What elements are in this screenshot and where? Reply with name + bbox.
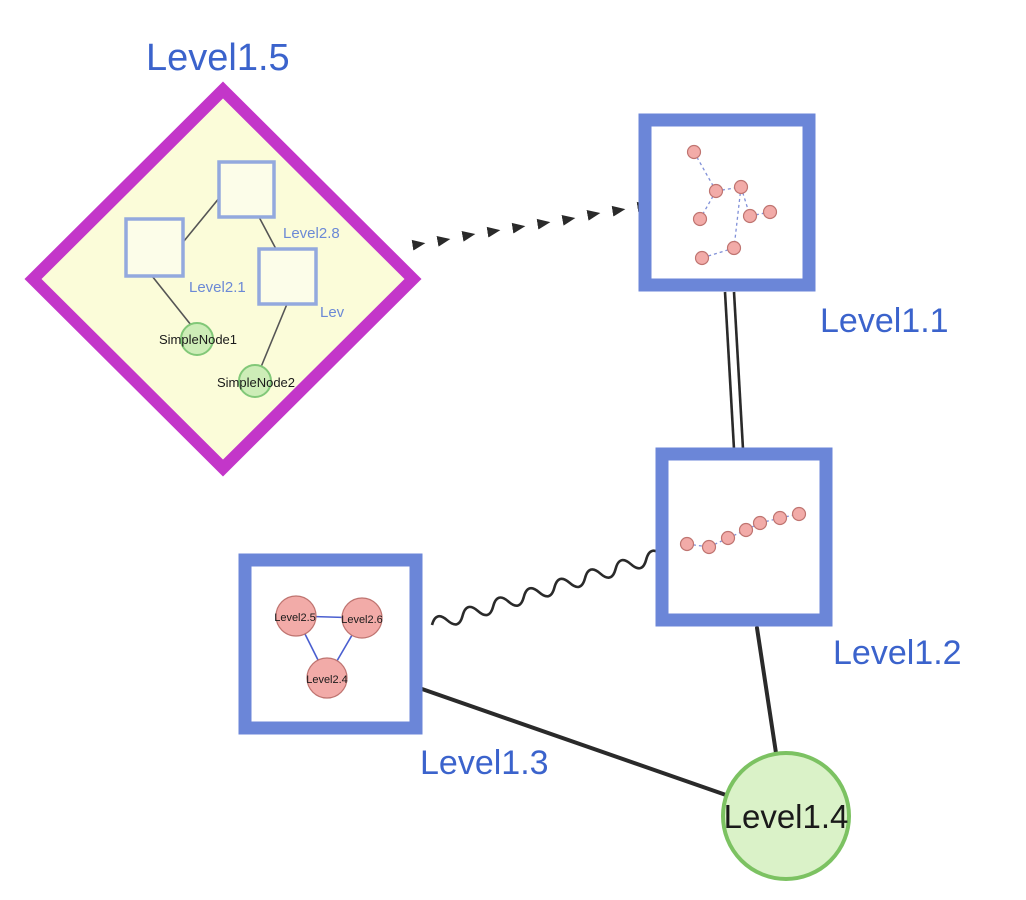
mini-edge	[715, 186, 742, 192]
level1-2-subgraph	[679, 506, 807, 555]
mini-node[interactable]	[692, 211, 708, 227]
mini-node[interactable]	[726, 240, 742, 256]
mini-node[interactable]	[742, 208, 758, 224]
level1-3-subgraph: Level2.5 Level2.6 Level2.4	[274, 595, 383, 699]
edge-level15-level11	[411, 201, 651, 251]
node-simplenode1-label: SimpleNode1	[159, 332, 237, 347]
edge-level12-level14	[755, 626, 778, 755]
node-simplenode2[interactable]	[238, 364, 272, 398]
edge-level11-level12-line1	[723, 291, 736, 450]
node-level2-x-label: Lev	[320, 304, 345, 321]
mini-node[interactable]	[686, 144, 702, 160]
node-level1-1[interactable]	[638, 113, 816, 292]
node-level2-4[interactable]	[306, 657, 348, 699]
mini-node[interactable]	[738, 522, 754, 538]
node-level1-2[interactable]	[655, 447, 833, 627]
edge-level2x-simplenode2	[260, 303, 288, 368]
node-simplenode2-label: SimpleNode2	[217, 375, 295, 390]
node-level1-3[interactable]	[238, 553, 423, 735]
mini-node[interactable]	[701, 539, 717, 555]
level1-1-subgraph	[686, 144, 778, 266]
mini-node[interactable]	[694, 250, 710, 266]
node-level2-6[interactable]	[341, 597, 383, 639]
mini-node[interactable]	[791, 506, 807, 522]
node-level2-8[interactable]	[217, 160, 276, 219]
edge-level13-level12	[430, 549, 663, 626]
mini-node[interactable]	[772, 510, 788, 526]
edge-level28-level2x	[258, 216, 277, 250]
node-level1-2-label: Level1.2	[833, 634, 962, 672]
mini-node[interactable]	[679, 536, 695, 552]
node-level1-5-label: Level1.5	[146, 37, 290, 79]
mini-edge	[733, 186, 742, 249]
node-level2-6-label: Level2.6	[341, 614, 383, 626]
mini-node[interactable]	[762, 204, 778, 220]
node-level2-4-label: Level2.4	[306, 674, 348, 686]
node-level2-1[interactable]	[124, 217, 185, 278]
node-level1-4[interactable]	[721, 751, 851, 881]
node-level2-x[interactable]	[257, 247, 318, 306]
node-level2-5[interactable]	[275, 595, 317, 637]
node-level1-5[interactable]	[24, 81, 422, 477]
node-level1-3-label: Level1.3	[420, 744, 549, 782]
wavy-line	[430, 549, 663, 626]
node-simplenode1[interactable]	[180, 322, 214, 356]
edge-level21-simplenode1	[151, 275, 192, 326]
node-level1-1-label: Level1.1	[820, 302, 949, 340]
mini-edge	[693, 151, 717, 192]
edge-level11-level12-line2	[732, 291, 745, 450]
mini-node[interactable]	[720, 530, 736, 546]
edge-level21-level28	[183, 196, 221, 242]
node-level2-8-label: Level2.8	[283, 225, 340, 242]
node-level2-1-label: Level2.1	[189, 279, 246, 296]
node-level1-4-label: Level1.4	[724, 798, 849, 835]
mini-node[interactable]	[752, 515, 768, 531]
mini-node[interactable]	[708, 183, 724, 199]
node-level2-5-label: Level2.5	[274, 612, 316, 624]
mini-node[interactable]	[733, 179, 749, 195]
edge-level13-level14	[420, 687, 728, 797]
